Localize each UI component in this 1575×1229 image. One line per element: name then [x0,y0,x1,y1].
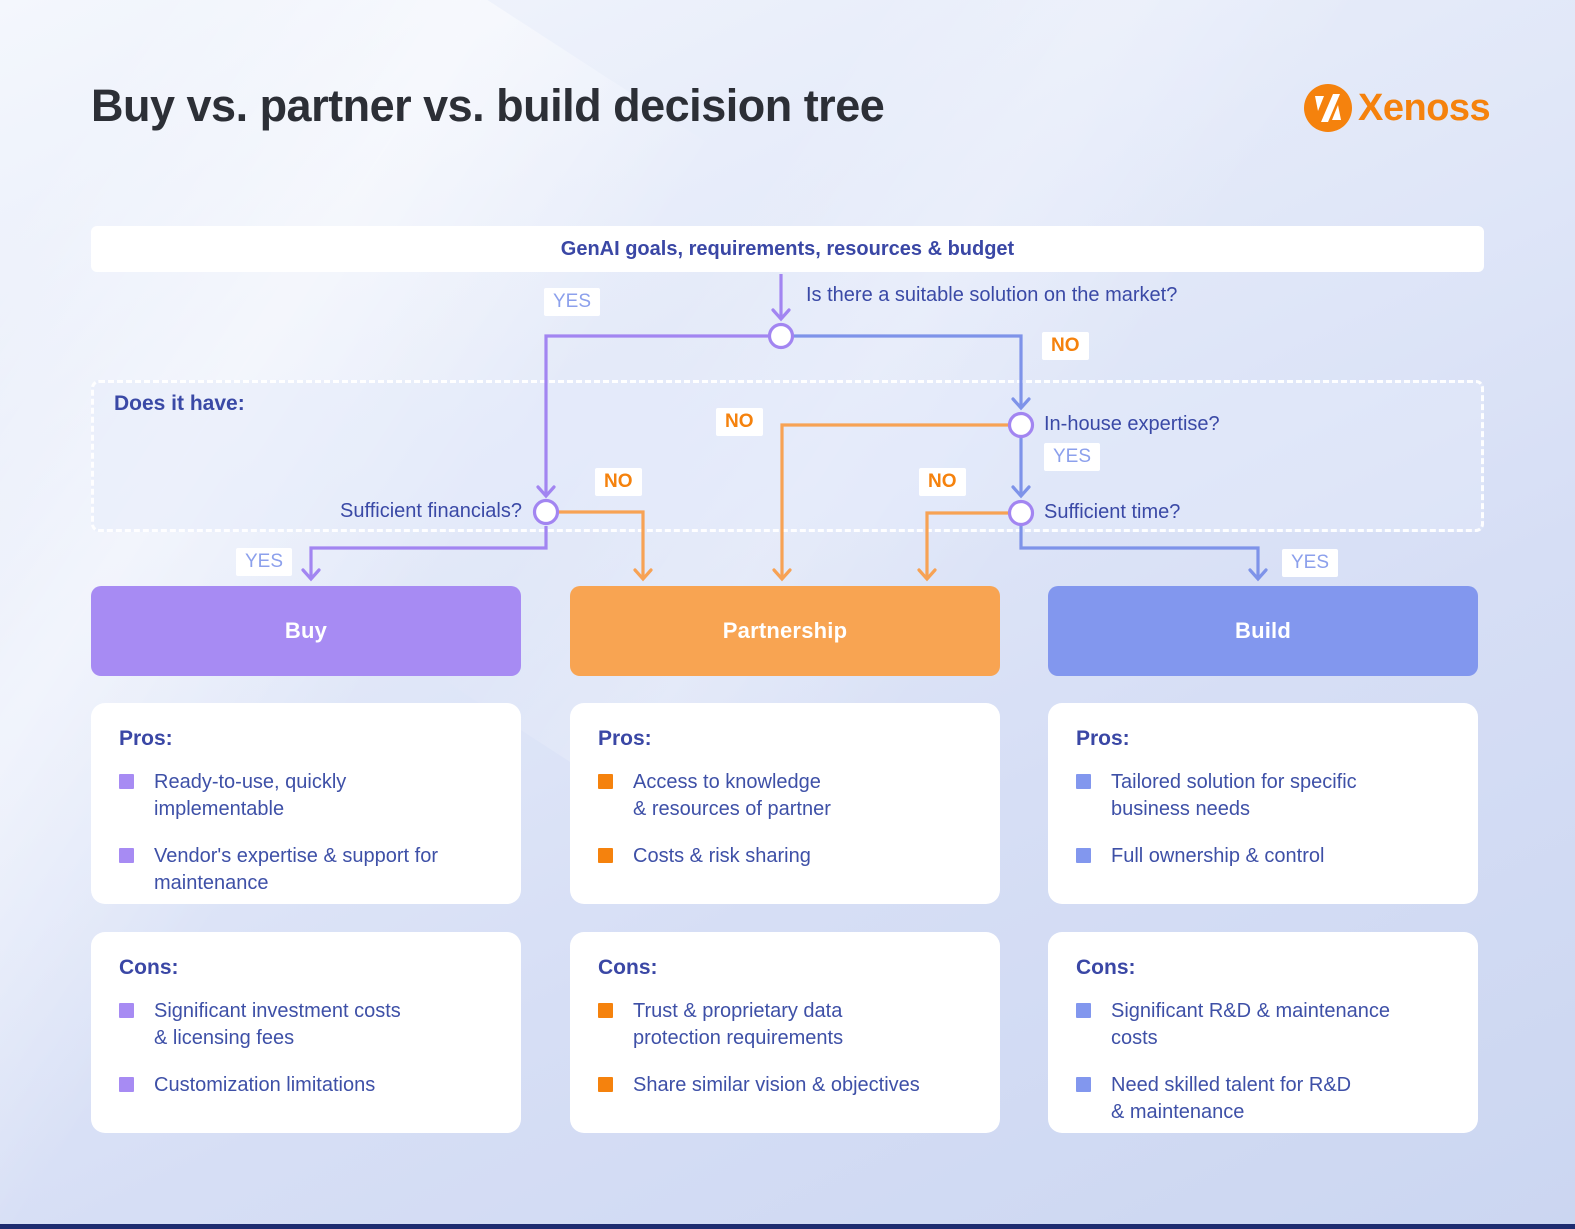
bullet-square-icon [119,1077,134,1092]
start-node: GenAI goals, requirements, resources & b… [91,226,1484,272]
outcome-buy: Buy [91,586,521,676]
list-item: Vendor's expertise & support for mainten… [119,843,493,897]
edge-label-yes-market: YES [544,288,601,316]
edge-label-no-financials: NO [595,468,642,496]
question-market: Is there a suitable solution on the mark… [806,284,1178,306]
bullet-text: Access to knowledge & resources of partn… [633,771,831,820]
bullet-square-icon [1076,1003,1091,1018]
bullet-square-icon [119,774,134,789]
bullet-text: Trust & proprietary data protection requ… [633,1000,844,1049]
cons-heading: Cons: [598,956,658,979]
outcome-build: Build [1048,586,1478,676]
bullet-text: Full ownership & control [1111,845,1325,867]
list-item: Significant R&D & maintenance costs [1076,998,1450,1052]
edge-label-no-expertise: NO [716,408,763,436]
list-item: Share similar vision & objectives [598,1072,972,1099]
edge-label-no-time: NO [919,468,966,496]
question-financials: Sufficient financials? [340,500,522,522]
question-time: Sufficient time? [1044,501,1181,523]
list-item: Access to knowledge & resources of partn… [598,769,972,823]
list-item: Trust & proprietary data protection requ… [598,998,972,1052]
bullet-square-icon [598,1003,613,1018]
pros-heading: Pros: [1076,727,1130,750]
buy-pros-card: Pros: Ready-to-use, quickly implementabl… [91,703,521,904]
buy-cons-card: Cons: Significant investment costs & lic… [91,932,521,1133]
question-expertise: In-house expertise? [1044,413,1220,435]
build-pros-card: Pros: Tailored solution for specific bus… [1048,703,1478,904]
bullet-text: Costs & risk sharing [633,845,811,867]
bullet-square-icon [598,1077,613,1092]
bullet-square-icon [119,848,134,863]
pros-heading: Pros: [598,727,652,750]
edge-label-yes-build: YES [1282,549,1339,577]
bullet-text: Tailored solution for specific business … [1111,771,1357,820]
market-decision-node [767,322,795,350]
partnership-pros-card: Pros: Access to knowledge & resources of… [570,703,1000,904]
cons-heading: Cons: [119,956,179,979]
xenoss-logo-icon [1304,84,1352,132]
xenoss-logo: Xenoss [1304,84,1491,132]
list-item: Ready-to-use, quickly implementable [119,769,493,823]
bullet-square-icon [1076,848,1091,863]
bullet-square-icon [1076,1077,1091,1092]
pros-heading: Pros: [119,727,173,750]
bullet-text: Customization limitations [154,1074,376,1096]
list-item: Need skilled talent for R&D & maintenanc… [1076,1072,1450,1126]
list-item: Full ownership & control [1076,843,1450,870]
page-title: Buy vs. partner vs. build decision tree [91,80,885,131]
bullet-square-icon [598,848,613,863]
bullet-square-icon [119,1003,134,1018]
bullet-text: Vendor's expertise & support for mainten… [154,845,438,894]
bullet-square-icon [598,774,613,789]
build-cons-card: Cons: Significant R&D & maintenance cost… [1048,932,1478,1133]
edge-label-yes-expertise: YES [1044,443,1101,471]
xenoss-logo-text: Xenoss [1358,86,1491,129]
list-item: Customization limitations [119,1072,493,1099]
edge-label-no-market: NO [1042,332,1089,360]
bullet-text: Need skilled talent for R&D & maintenanc… [1111,1074,1352,1123]
partnership-cons-card: Cons: Trust & proprietary data protectio… [570,932,1000,1133]
list-item: Significant investment costs & licensing… [119,998,493,1052]
cons-heading: Cons: [1076,956,1136,979]
edge-label-yes-buy: YES [236,548,293,576]
list-item: Costs & risk sharing [598,843,972,870]
outcome-partnership: Partnership [570,586,1000,676]
bullet-text: Significant investment costs & licensing… [154,1000,401,1049]
list-item: Tailored solution for specific business … [1076,769,1450,823]
bullet-text: Significant R&D & maintenance costs [1111,1000,1391,1049]
bullet-text: Ready-to-use, quickly implementable [154,771,347,820]
bottom-accent-strip [0,1224,1575,1229]
group-label-does-it-have: Does it have: [114,392,245,415]
bullet-square-icon [1076,774,1091,789]
bullet-text: Share similar vision & objectives [633,1074,920,1096]
